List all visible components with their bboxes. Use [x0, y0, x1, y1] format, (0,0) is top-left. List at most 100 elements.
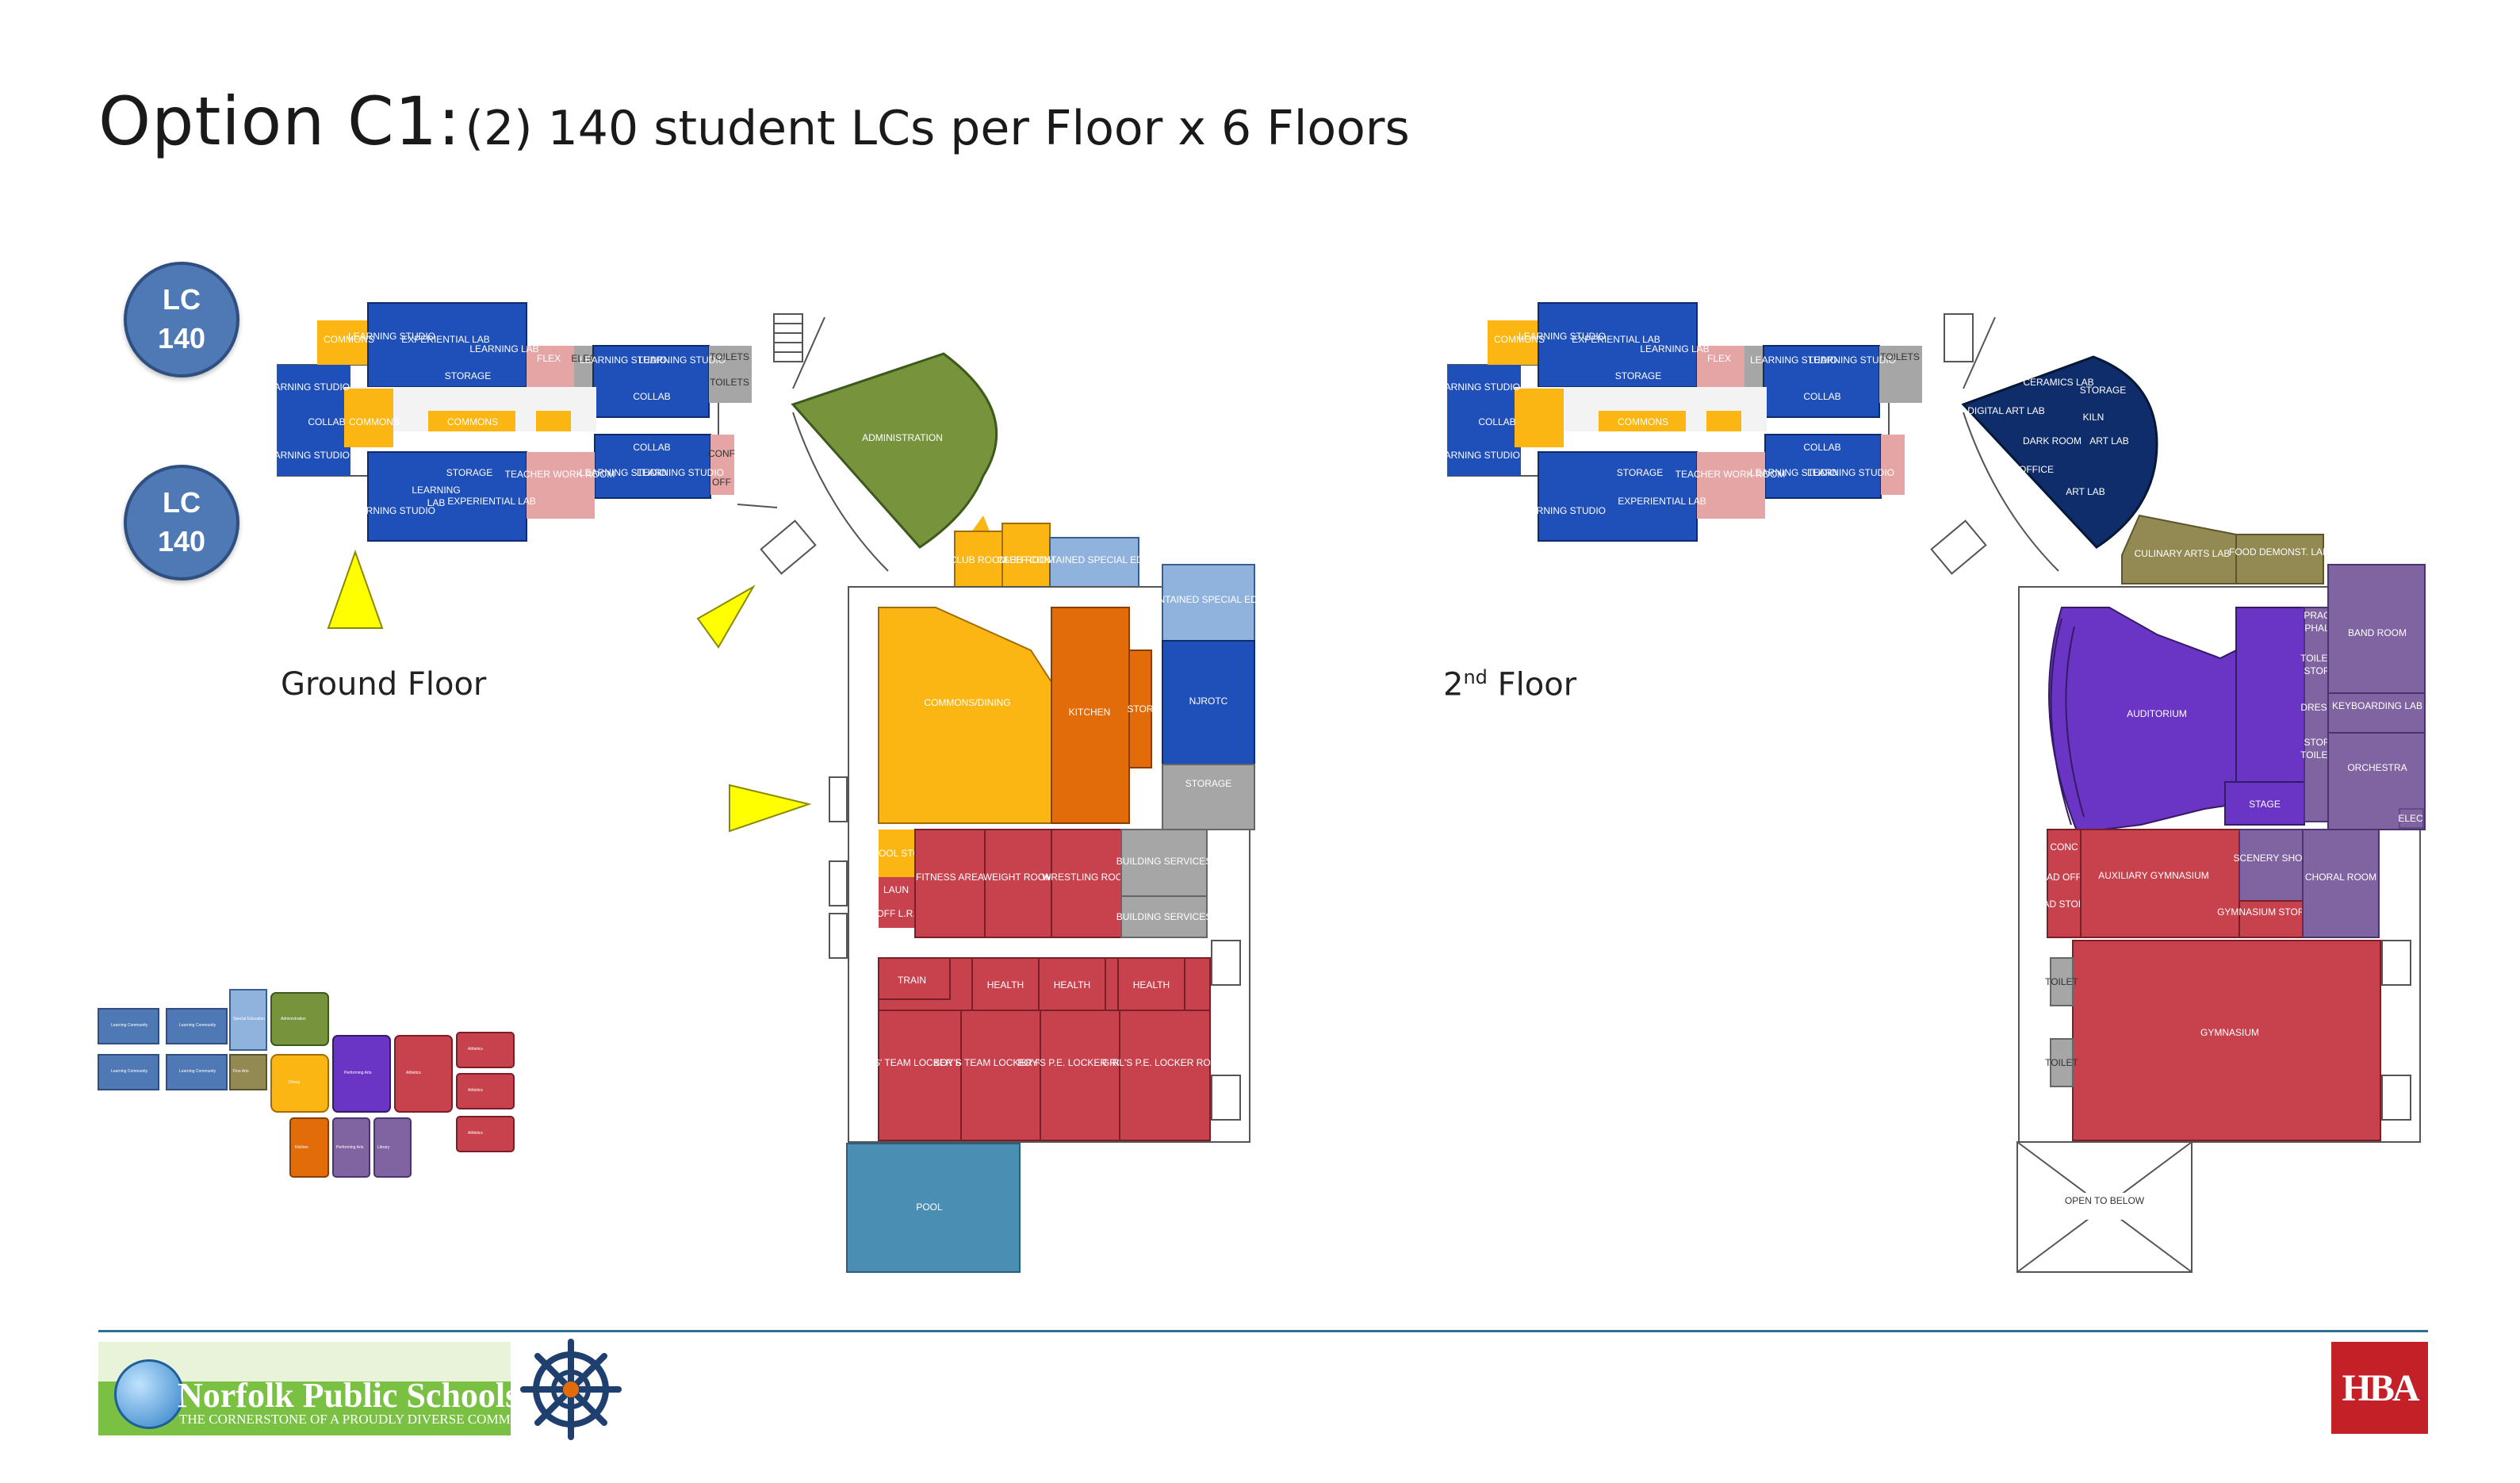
- legend-block: [166, 1008, 228, 1044]
- room-label: GIRL'S P.E. LOCKER ROOM: [1102, 1057, 1226, 1068]
- room-label: GIRLS' TEAM LOCKER ROOM: [852, 1057, 985, 1068]
- room-label: COLLAB: [308, 416, 345, 427]
- room-label: KILN: [2083, 412, 2104, 423]
- second-floor-plan: COMMONS LEARNING STUDIO EXPERIENTIAL LAB…: [1433, 302, 2426, 1273]
- room-label: ART LAB: [2089, 435, 2129, 446]
- room-label: TOILETS: [710, 377, 749, 388]
- room-block: [527, 346, 574, 387]
- room-block: [1515, 389, 1564, 447]
- room-block: [1697, 346, 1744, 387]
- logo-name: Norfolk Public Schools: [178, 1376, 511, 1415]
- wall: [1963, 316, 1996, 389]
- room-label: STOR: [2304, 737, 2330, 748]
- room-label: FLEX: [1707, 353, 1731, 364]
- curved-wall: [792, 412, 889, 572]
- room-label: COMMONS: [1618, 416, 1668, 427]
- legend-block: [456, 1032, 515, 1068]
- room-block: [1599, 411, 1686, 431]
- room-label: HEALTH: [987, 979, 1024, 991]
- room-block: [344, 389, 393, 447]
- room-block: [1744, 346, 1764, 387]
- building-outline: [2018, 586, 2421, 1143]
- room-label: KITCHEN: [1069, 707, 1111, 718]
- room-gym-storage: [2239, 900, 2304, 938]
- seating-arc: [2065, 626, 2085, 818]
- room-label: COLLAB: [1803, 442, 1840, 453]
- stair: [1211, 1075, 1241, 1121]
- room-label: LEARNING STUDIO: [1433, 450, 1520, 461]
- room-label: LEARNING LAB: [469, 343, 538, 354]
- room-label: FLEX: [537, 353, 561, 364]
- room-label: LEARNING STUDIO: [348, 505, 435, 516]
- room-block: [1881, 435, 1905, 495]
- legend-diagram: [98, 989, 515, 1178]
- room-scenery-shop: [2239, 829, 2304, 902]
- room-building-services: [1120, 895, 1208, 938]
- room-label: EXPERIENTIAL LAB: [1572, 334, 1660, 345]
- room-label: LEARNING: [412, 485, 460, 496]
- lc-badge-label: LC: [163, 486, 201, 519]
- room-label: WRESTLING ROOM: [1042, 872, 1131, 883]
- room-label: OFFICE: [2019, 464, 2054, 475]
- room-electrical: [2399, 808, 2424, 829]
- room-label: LEARNING LAB: [1640, 343, 1709, 354]
- room-label: ORCHESTRA: [2347, 762, 2407, 773]
- room-label: DIGITAL ART LAB: [1967, 405, 2045, 416]
- room-block: [1763, 345, 1880, 418]
- room-block: [367, 302, 527, 388]
- legend-block: [289, 1117, 329, 1178]
- room-label: SELF CONTAINED SPECIAL EDUCATION: [1003, 554, 1185, 565]
- room-label: PRAC: [2304, 610, 2330, 621]
- room-label: COMMONS: [349, 416, 400, 427]
- title-sub: (2) 140 student LCs per Floor x 6 Floors: [465, 101, 1410, 156]
- room-label: DARK ROOM: [2023, 435, 2081, 446]
- room-label: LEARNING STUDIO: [348, 331, 435, 342]
- room-label: TOILET: [2300, 749, 2334, 761]
- footer-divider: [98, 1330, 2428, 1332]
- room-label: GYMNASIUM: [2200, 1027, 2259, 1038]
- room-label: LEARNING STUDIO: [580, 467, 667, 478]
- legend-block: [270, 1054, 329, 1113]
- stair: [829, 860, 848, 906]
- lc-badge-label: LC: [163, 283, 201, 316]
- globe-icon: [114, 1359, 184, 1429]
- building-outline: [848, 586, 1250, 1143]
- room-label: LEARNING STUDIO: [1519, 505, 1606, 516]
- room-label: STOR: [1127, 703, 1153, 715]
- room-label: ADMINISTRATION: [862, 432, 943, 443]
- room-label: CLUB ROOM: [998, 554, 1055, 565]
- room-label: STORAGE: [1617, 467, 1663, 478]
- legend-block: [332, 1035, 391, 1113]
- stair: [829, 776, 848, 822]
- stair: [773, 313, 803, 362]
- room-label: LEARNING STUDIO: [1809, 354, 1896, 366]
- room-label: FITNESS AREA: [916, 872, 984, 883]
- room-label: AUDITORIUM: [2127, 708, 2187, 719]
- room-label: OFF: [712, 477, 731, 488]
- stair: [2381, 1075, 2411, 1121]
- room-label: TEACHER WORK ROOM: [505, 469, 615, 480]
- room-label: NJROTC: [1189, 696, 1228, 707]
- room-block: [594, 434, 711, 499]
- room-label: TRAIN: [898, 975, 926, 986]
- room-block: [1488, 320, 1538, 365]
- room-label: LEARNING STUDIO: [1750, 467, 1837, 478]
- room-block: [574, 346, 593, 387]
- room-label: COMMONS: [447, 416, 498, 427]
- legend-block: [229, 1054, 267, 1090]
- room-label: STAGE: [2249, 799, 2281, 810]
- room-label: GYMNASIUM STORAGE: [2217, 906, 2325, 918]
- room-toilet: [2050, 1038, 2074, 1087]
- room-label: SCENERY SHOP: [2234, 853, 2309, 864]
- room-label: LEARNING STUDIO: [1807, 467, 1894, 478]
- legend-block: [166, 1054, 228, 1090]
- room-label: OFF L.R.: [876, 908, 915, 919]
- room-toilet: [2050, 957, 2074, 1006]
- room-label: AD STOR: [2043, 899, 2085, 910]
- room-label: DRESS: [2300, 702, 2333, 713]
- slide-title: Option C1: (2) 140 student LCs per Floor…: [98, 82, 1410, 160]
- room-block: [536, 411, 571, 431]
- room-label: LAB: [427, 497, 446, 508]
- room-label: TEACHER WORK ROOM: [1676, 469, 1786, 480]
- room-building-services: [1120, 829, 1208, 897]
